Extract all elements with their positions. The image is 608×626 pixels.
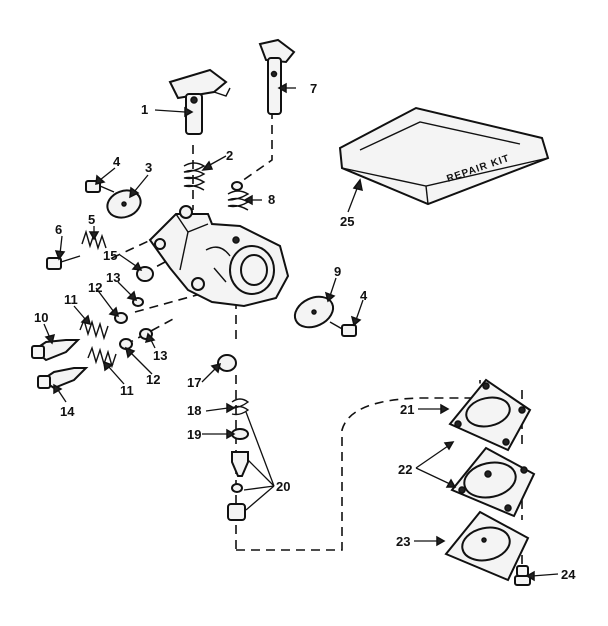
part-diaphragm-gasket: [448, 378, 532, 452]
callout-4-right: 4: [360, 288, 368, 303]
callout-11-upper: 11: [64, 292, 78, 307]
callout-6: 6: [55, 222, 62, 237]
callout-9: 9: [334, 264, 341, 279]
callout-17: 17: [187, 375, 201, 390]
callout-21: 21: [400, 402, 414, 417]
callout-8: 8: [268, 192, 275, 207]
part-inlet-needle: [231, 451, 249, 477]
part-metering-diaphragm: [450, 446, 536, 518]
part-throttle-spring: [183, 162, 206, 191]
part-high-speed-needle: [31, 339, 81, 362]
part-inlet-seat: [227, 483, 246, 521]
callout-3: 3: [145, 160, 152, 175]
part-carburetor-body: [148, 205, 290, 308]
callout-2: 2: [226, 148, 233, 163]
part-cup-plug: [217, 354, 237, 372]
callout-12-upper: 12: [88, 280, 102, 295]
part-low-speed-needle: [37, 367, 89, 390]
callout-24: 24: [561, 567, 576, 582]
callout-13-lower: 13: [153, 348, 167, 363]
callout-numbers: 1 2 3 4 4 5 6 7 8 9 10 11 11 12 12 13 13…: [34, 81, 576, 582]
part-needle-spring-lower: [87, 345, 117, 369]
leader-lines: [43, 82, 559, 582]
callout-20: 20: [276, 479, 290, 494]
callout-7: 7: [310, 81, 317, 96]
callout-14: 14: [60, 404, 75, 419]
callout-4-top: 4: [113, 154, 121, 169]
part-idle-screw: [46, 255, 81, 270]
callout-25: 25: [340, 214, 354, 229]
callout-12-lower: 12: [146, 372, 160, 387]
part-throttle-plate: [106, 189, 142, 219]
part-cover-screw: [514, 565, 531, 586]
callout-1: 1: [141, 102, 148, 117]
part-repair-kit-box: REPAIR KIT: [338, 106, 550, 206]
part-plate-screw-right: [329, 321, 357, 337]
callout-23: 23: [396, 534, 410, 549]
callout-5: 5: [88, 212, 95, 227]
part-choke-plate: [293, 295, 335, 329]
part-diaphragm-cover: [444, 510, 530, 582]
callout-11-lower: 11: [120, 383, 134, 398]
callout-19: 19: [187, 427, 201, 442]
part-choke-spring: [227, 181, 250, 211]
callout-13-upper: 13: [106, 270, 120, 285]
part-choke-shaft: [258, 38, 296, 115]
callout-10: 10: [34, 310, 48, 325]
callout-15: 15: [103, 248, 117, 263]
part-throttle-shaft: [168, 68, 231, 135]
callout-18: 18: [187, 403, 201, 418]
callout-22: 22: [398, 462, 412, 477]
